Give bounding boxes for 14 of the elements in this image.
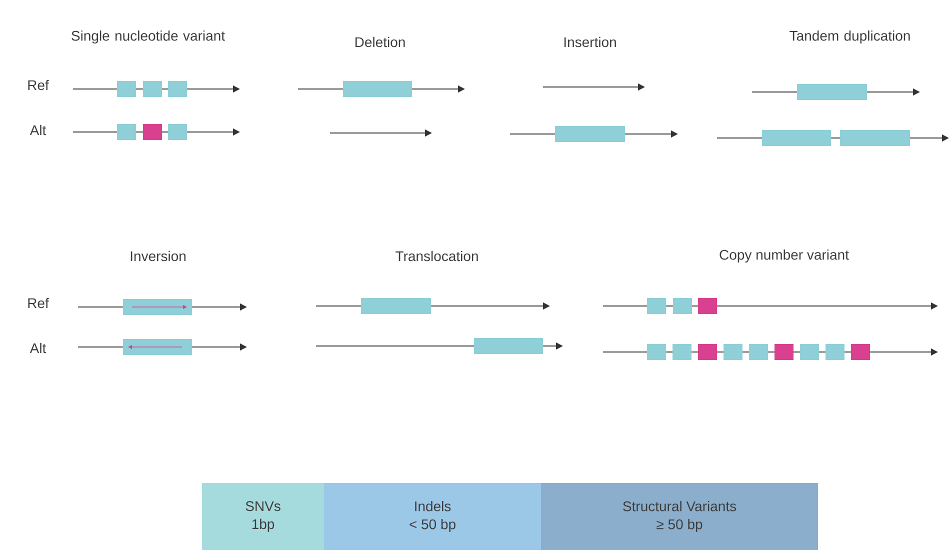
row-label: Alt (30, 342, 46, 354)
variant-title: Copy number variant (720, 249, 849, 263)
row-label: Ref (28, 298, 49, 308)
variant-title: Translocation (396, 250, 478, 262)
category-box: Structural Variants ≥ 50 bp (541, 483, 818, 550)
variant-title: Single nucleotide variant (72, 30, 225, 44)
variant-title: Deletion (355, 36, 405, 48)
variant-title: Insertion (564, 36, 616, 48)
variant-title: Tandem duplication (790, 30, 910, 44)
category-box: Indels < 50 bp (324, 483, 541, 550)
row-label: Alt (30, 124, 46, 136)
variant-title: Inversion (130, 250, 186, 262)
row-label: Ref (28, 80, 49, 90)
category-box: SNVs 1bp (202, 483, 324, 550)
